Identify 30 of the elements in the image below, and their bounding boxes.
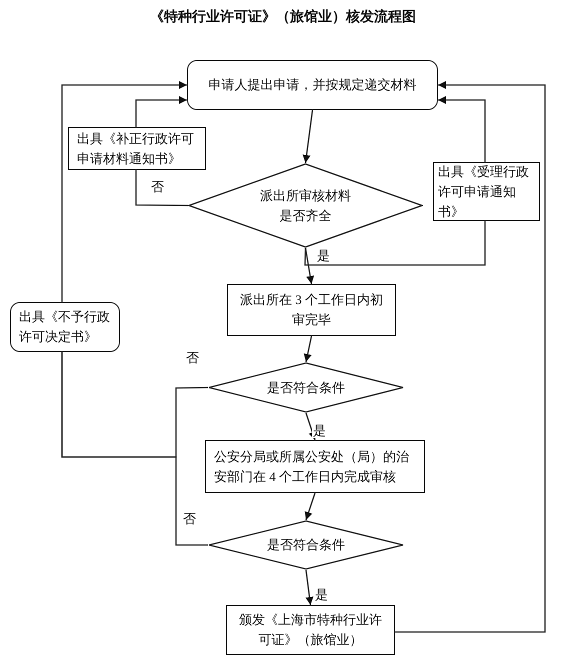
decision-diamond: 是否符合条件 <box>208 362 404 413</box>
process-box: 派出所在 3 个工作日内初审完毕 <box>227 284 396 336</box>
title: 《特种行业许可证》（旅馆业）核发流程图 <box>149 8 417 26</box>
arrow <box>438 96 486 162</box>
arrow <box>304 248 314 284</box>
arrow <box>61 81 187 302</box>
process-box: 申请人提出申请，并按规定递交材料 <box>187 60 438 110</box>
arrow <box>305 570 314 606</box>
process-box: 公安分局或所属公安处（局）的治安部门在 4 个工作日内完成审核 <box>205 440 425 493</box>
arrow <box>304 492 316 520</box>
decision-diamond: 派出所审核材料是否齐全 <box>188 163 423 248</box>
edge-label: 是 <box>312 423 327 438</box>
arrow <box>305 412 316 440</box>
decision-diamond: 是否符合条件 <box>208 520 404 570</box>
connector-line <box>304 221 486 266</box>
arrow <box>304 336 312 362</box>
process-box: 出具《补正行政许可申请材料通知书》 <box>68 127 206 170</box>
arrow <box>135 96 187 127</box>
process-box: 颁发《上海市特种行业许可证》（旅馆业） <box>226 605 395 655</box>
arrow <box>302 110 314 164</box>
connector-line <box>61 352 208 546</box>
edge-label: 否 <box>185 350 200 365</box>
edge-label: 是 <box>314 587 329 602</box>
edge-label: 否 <box>182 511 197 526</box>
edge-label: 否 <box>150 179 165 194</box>
arrow <box>395 81 546 633</box>
connector-line <box>135 170 188 206</box>
process-box: 出具《不予行政许可决定书》 <box>10 302 120 352</box>
process-box: 出具《受理行政许可申请通知书》 <box>433 162 540 221</box>
edge-label: 是 <box>316 248 331 263</box>
